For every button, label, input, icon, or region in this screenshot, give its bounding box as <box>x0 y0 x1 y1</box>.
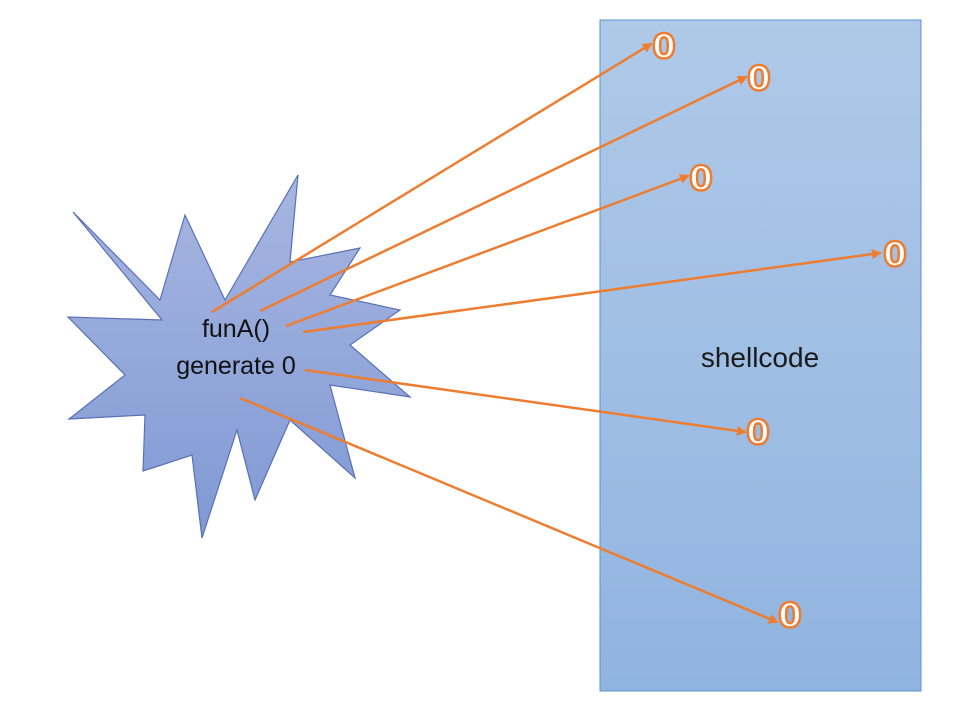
zero-marker-6: 0 <box>778 596 802 636</box>
zeros-group: 0 0 0 0 0 0 <box>651 26 908 638</box>
arrow-1 <box>211 42 653 314</box>
zero-marker-1: 0 <box>652 27 676 67</box>
zero-marker-2: 0 <box>747 59 771 99</box>
arrow-6 <box>239 396 779 624</box>
zero-marker-3: 0 <box>689 159 713 199</box>
arrow-4 <box>302 249 882 334</box>
shellcode-region <box>599 19 922 692</box>
burst-label-line1: funA() <box>202 315 270 343</box>
burst-label-line2: generate 0 <box>176 352 296 380</box>
zero-marker-4: 0 <box>883 235 907 275</box>
shellcode-label: shellcode <box>701 342 819 373</box>
arrow-5 <box>304 368 747 436</box>
arrows-group <box>211 42 882 624</box>
arrow-3 <box>285 174 690 328</box>
arrow-2 <box>259 75 748 313</box>
zero-marker-5: 0 <box>746 413 770 453</box>
burst-shape <box>66 174 412 539</box>
